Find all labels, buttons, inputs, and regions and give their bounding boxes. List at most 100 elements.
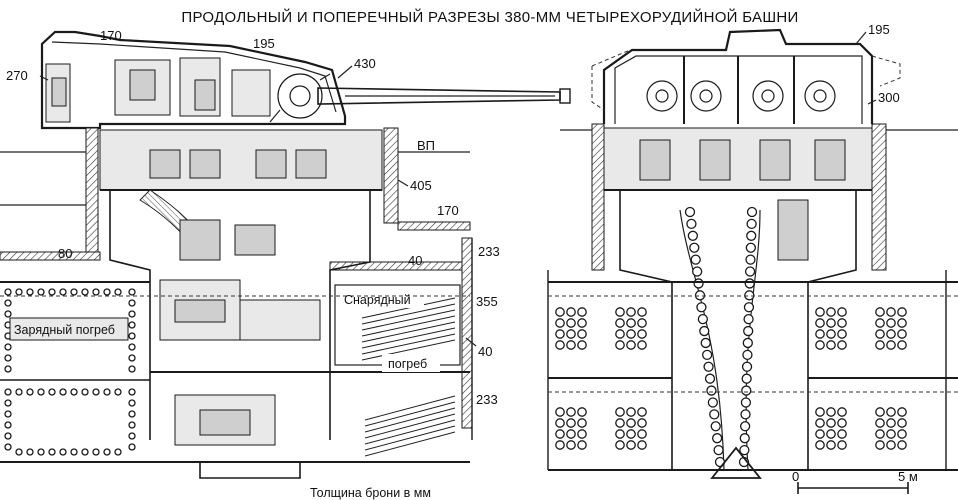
hoist-shell [711,433,723,444]
hoist-shell [691,266,703,277]
stored-shell [364,407,456,433]
charge-round [26,388,34,396]
rack-shell [897,429,907,439]
rack-shell [577,418,587,428]
rack-shell [886,429,896,439]
hoist-shell [687,230,699,241]
hoist-shell [742,337,753,349]
rack-shell [577,329,587,339]
armor-label-40-side: 40 [478,344,492,359]
stored-shell [364,431,456,457]
charge-round [70,448,78,456]
rack-shell [815,318,825,328]
charge-round [70,288,78,296]
rack-shell [637,318,647,328]
hoist-shell [713,444,724,456]
hoist-shell [739,421,751,432]
rack-shell [626,418,636,428]
hoist-shell [743,313,754,325]
hoist-shell [739,444,750,456]
rack-shell [875,429,885,439]
charge-round [37,448,45,456]
armor-label-170-deck: 170 [437,203,459,218]
stored-shell [361,327,456,349]
rack-shell [826,329,836,339]
rack-shell [626,429,636,439]
rack-shell [615,418,625,428]
charge-round [4,388,12,396]
shell-magazine [334,284,461,457]
rack-shell [615,340,625,350]
rack-shell [555,407,565,417]
rack-shell [897,329,907,339]
rack-shell [837,407,847,417]
rack-shell [637,440,647,450]
hoist-shell [703,361,714,372]
rack-shell [626,340,636,350]
rack-shell [837,429,847,439]
shell-magazine-label-line1: Снарядный [344,293,411,307]
rack-shell [626,440,636,450]
rack-shell [886,318,896,328]
rack-shell [577,340,587,350]
hoist-shell [741,361,753,372]
charge-round [37,288,45,296]
rack-shell [555,340,565,350]
charge-round [4,410,12,418]
rack-shell [637,418,647,428]
rack-shell [555,307,565,317]
rack-shell [815,418,825,428]
stored-shell [364,419,456,445]
stored-shell [361,315,456,337]
rack-shell [815,340,825,350]
hoist-shell [746,206,758,218]
rack-shell [615,329,625,339]
hoist-shell [744,278,755,289]
hoist-shell [699,325,710,337]
armor-label-233-upper: 233 [478,244,500,259]
rack-shell [875,307,885,317]
rack-shell [886,329,896,339]
charge-round [103,288,111,296]
stored-shell [361,333,456,355]
charge-round [92,448,100,456]
rack-shell [615,307,625,317]
charge-round [26,288,34,296]
rack-shell [826,429,836,439]
hoist-shell [709,409,720,420]
hoist-shell [741,385,752,396]
hoist-shell [744,266,756,277]
rack-shell [566,307,576,317]
rack-shell [577,440,587,450]
charge-round [4,421,12,429]
rack-shell [875,318,885,328]
rack-shell [615,440,625,450]
charge-round [128,410,136,418]
charge-round [128,299,136,307]
charge-round [128,388,136,396]
rack-shell [886,418,896,428]
rack-shell [875,418,885,428]
hoist-shell [697,313,709,325]
charge-round [37,388,45,396]
charge-round [114,288,122,296]
charge-round [48,388,56,396]
gun-cradles [646,56,836,124]
stored-shell [364,401,456,427]
rack-shell [875,329,885,339]
armor-label-405: 405 [410,178,432,193]
rack-shell [837,318,847,328]
rack-shell [826,307,836,317]
rack-shell [566,318,576,328]
hoist-shell [745,254,756,265]
charge-round [128,421,136,429]
charge-round [4,310,12,318]
hoist-shell [693,278,704,289]
rack-shell [886,340,896,350]
armor-label-233-lower: 233 [476,392,498,407]
rack-shell [626,407,636,417]
barbette-wall-left [85,127,99,259]
charge-round [4,443,12,451]
rack-shell [886,307,896,317]
